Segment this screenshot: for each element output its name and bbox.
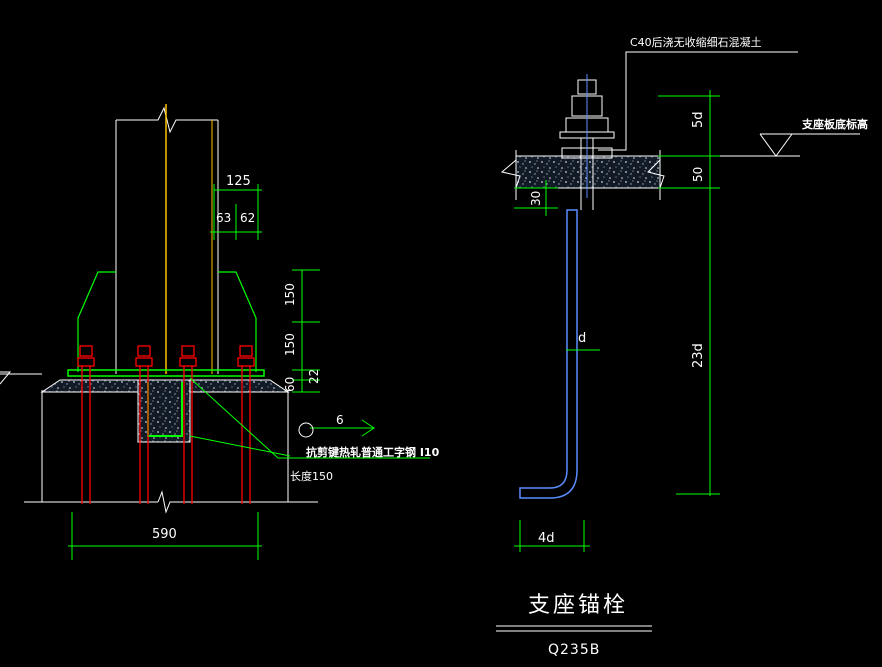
dim-50: 50 — [691, 167, 705, 182]
anchor-bolts — [77, 345, 255, 504]
dim-125: 125 — [226, 174, 251, 189]
stiffener-plates — [77, 271, 257, 372]
grout-layer — [515, 155, 661, 189]
dim-23d: 23d — [691, 343, 706, 368]
concrete-note-leader — [598, 51, 798, 151]
dim-62: 62 — [240, 211, 255, 225]
dim-d: d — [578, 331, 586, 346]
title-block: 支座锚栓 Q235B — [496, 593, 652, 658]
dim-150-mid: 150 — [283, 333, 297, 356]
dimension-lines-left — [68, 184, 430, 560]
steel-column — [115, 106, 219, 374]
concrete-note: C40后浇无收缩细石混凝土 — [630, 35, 762, 49]
dim-590: 590 — [152, 527, 177, 542]
material-grade: Q235B — [548, 642, 600, 658]
dim-60: 60 — [283, 377, 297, 392]
level-symbol-left — [0, 371, 42, 385]
dim-4d: 4d — [538, 531, 555, 546]
drawing-title: 支座锚栓 — [528, 593, 628, 618]
section-ref-circle — [298, 422, 314, 438]
anchor-bolt — [237, 345, 255, 504]
base-plate — [67, 369, 265, 377]
anchor-bolt — [179, 345, 197, 504]
base-level-symbol — [720, 133, 860, 157]
note-length: 长度150 — [290, 469, 333, 483]
dim-63: 63 — [216, 211, 231, 225]
section-ref-number: 6 — [336, 413, 344, 427]
base-level-note: 支座板底标高 — [801, 117, 868, 131]
dim-150-top: 150 — [283, 283, 297, 306]
anchor-bolt-hook — [519, 209, 578, 499]
break-lines — [500, 150, 665, 200]
anchor-bolt — [135, 345, 153, 504]
note-shear-key: 抗剪键热轧普通工字钢 I10 — [306, 445, 440, 459]
column-base-detail: 125 63 62 150 150 60 22 590 6 抗剪键热轧普通工字钢… — [0, 104, 440, 560]
dim-22: 22 — [307, 369, 321, 384]
dim-30: 30 — [529, 191, 543, 206]
anchor-bolt — [77, 345, 95, 504]
anchor-bolt-detail: C40后浇无收缩细石混凝土 支座板底标高 5d 50 30 23d d 4d — [500, 35, 868, 552]
dimension-lines-right — [514, 90, 720, 552]
dim-5d: 5d — [691, 111, 706, 128]
concrete-pedestal — [24, 390, 318, 514]
